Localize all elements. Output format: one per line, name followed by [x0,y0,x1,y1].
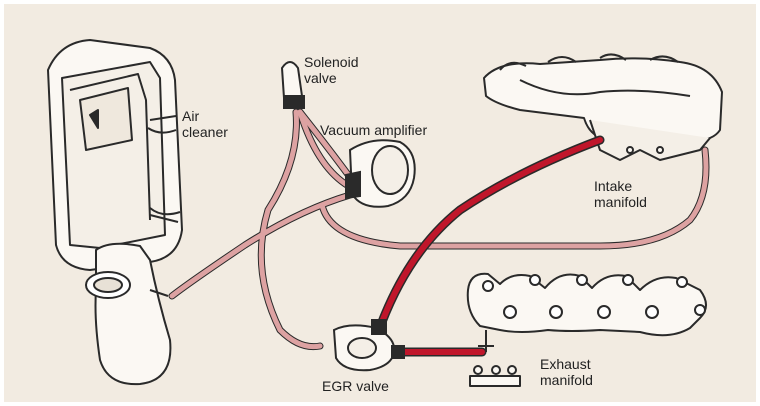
air-cleaner [48,40,182,384]
air-cleaner-label: Air cleaner [182,108,228,140]
solenoid-valve-label: Solenoid valve [304,54,359,86]
egr-valve [334,320,404,370]
exhaust-manifold-label: Exhaust manifold [540,356,593,388]
intake-manifold [484,54,722,160]
vacuum-amplifier-label: Vacuum amplifier [320,122,427,138]
intake-manifold-label: Intake manifold [594,178,647,210]
vacuum-amplifier [346,140,415,207]
solenoid-valve [282,62,304,108]
egr-valve-label: EGR valve [322,378,389,394]
